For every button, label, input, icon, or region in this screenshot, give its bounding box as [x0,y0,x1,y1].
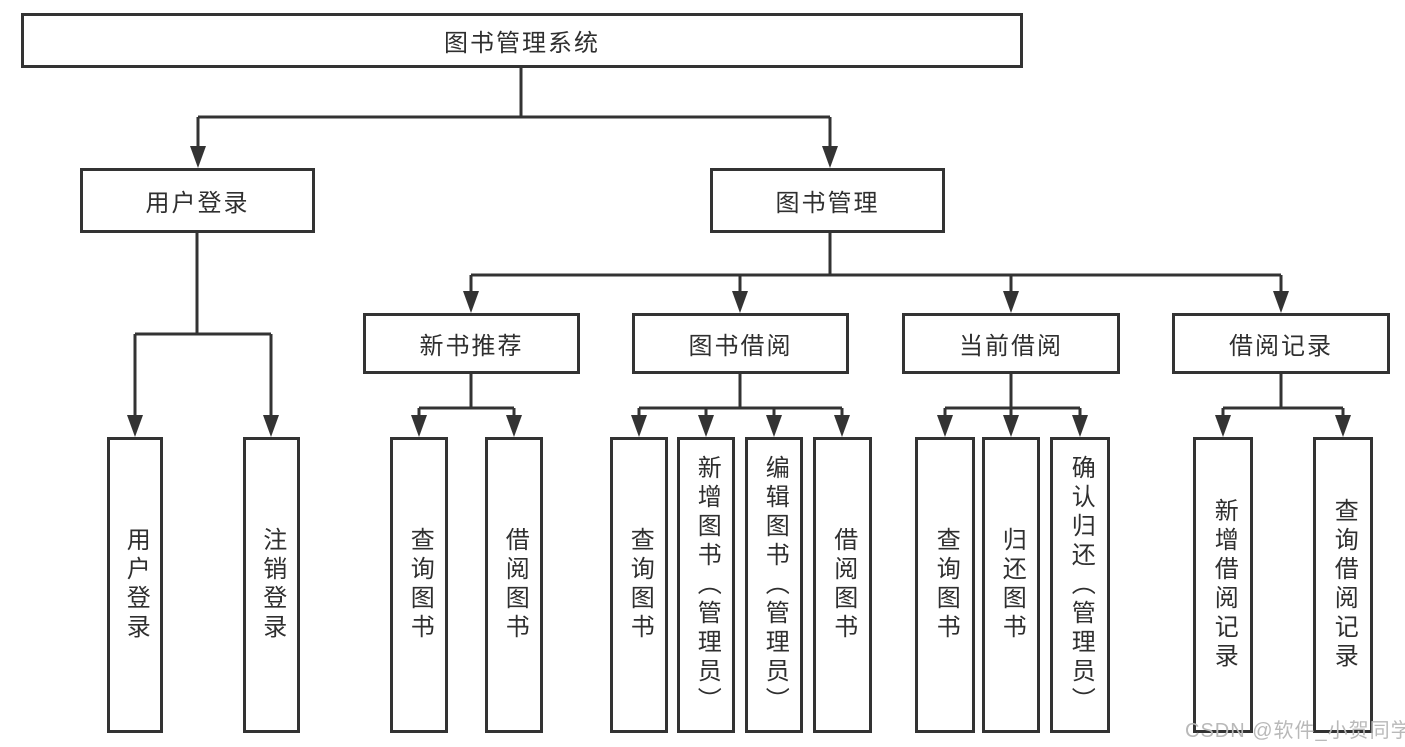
leaf-query-books-borrowing: 查询图书 [610,437,668,733]
node-borrowing-records: 借阅记录 [1172,313,1390,374]
leaf-label: 编辑图书（管理员） [761,454,789,716]
leaf-user-login: 用户登录 [107,437,163,733]
leaf-add-books-admin: 新增图书（管理员） [677,437,735,733]
node-library-management-system: 图书管理系统 [21,13,1023,68]
leaf-label: 查询图书 [626,527,654,643]
node-label: 当前借阅 [959,333,1063,360]
leaf-label: 查询图书 [932,527,960,643]
node-label: 新书推荐 [419,333,524,360]
leaf-label: 查询图书 [406,527,434,643]
watermark: CSDN @软件_小贺同学 [1185,720,1405,742]
connector-path [133,68,1345,431]
leaf-label: 借阅图书 [829,527,857,643]
leaf-label: 归还图书 [998,527,1026,643]
leaf-query-books-current: 查询图书 [915,437,975,733]
node-label: 借阅记录 [1229,333,1333,360]
leaf-label: 查询借阅记录 [1330,498,1358,672]
node-user-login: 用户登录 [80,168,315,233]
leaf-add-borrow-record: 新增借阅记录 [1193,437,1253,733]
node-book-management: 图书管理 [710,168,945,233]
leaf-label: 借阅图书 [501,527,529,643]
node-label: 用户登录 [145,190,250,217]
node-new-book-recommendation: 新书推荐 [363,313,580,374]
node-label: 图书借阅 [688,333,793,360]
leaf-label: 用户登录 [122,527,150,643]
leaf-query-books-recommend: 查询图书 [390,437,448,733]
leaf-label: 新增图书（管理员） [693,454,721,716]
leaf-label: 新增借阅记录 [1210,498,1238,672]
leaf-label: 注销登录 [258,527,286,643]
leaf-return-books: 归还图书 [982,437,1040,733]
leaf-edit-books-admin: 编辑图书（管理员） [745,437,803,733]
node-current-borrowing: 当前借阅 [902,313,1120,374]
node-book-borrowing: 图书借阅 [632,313,849,374]
node-label: 图书管理系统 [444,30,600,57]
leaf-confirm-return-admin: 确认归还（管理员） [1050,437,1110,733]
leaf-borrow-books-recommend: 借阅图书 [485,437,543,733]
leaf-borrow-books: 借阅图书 [813,437,872,733]
leaf-logout: 注销登录 [243,437,300,733]
leaf-label: 确认归还（管理员） [1067,454,1095,716]
node-label: 图书管理 [775,190,880,217]
leaf-query-borrow-record: 查询借阅记录 [1313,437,1373,733]
